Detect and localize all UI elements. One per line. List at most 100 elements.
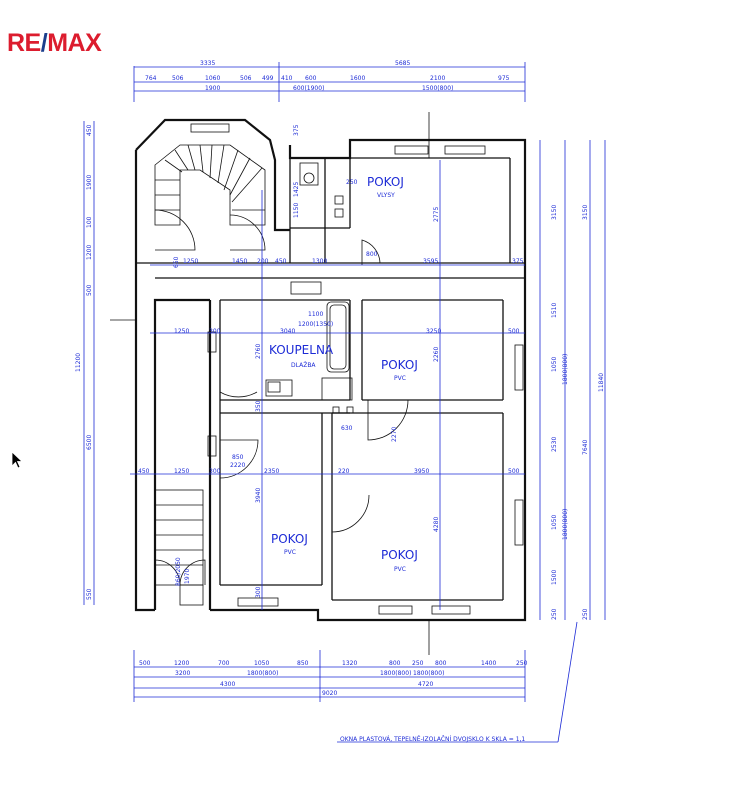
- dim-bottom-250b: 250: [516, 660, 528, 667]
- dim-inner-2760: 2760: [255, 344, 262, 359]
- dim-bottom-1800-800b: 1800(800): [380, 670, 411, 677]
- door-swings: [154, 209, 409, 586]
- dim-inner-850a: 850: [232, 454, 244, 461]
- room-name-pokoj-3: POKOJ: [271, 532, 308, 546]
- dim-inner-500a: 500: [508, 328, 520, 335]
- dim-inner-200: 200: [257, 258, 269, 265]
- room-name-koupelna: KOUPELNA: [269, 343, 334, 357]
- dim-top-3335: 3335: [200, 60, 215, 67]
- dim-inner-650: 650: [173, 256, 180, 268]
- dim-right-3150: 3150: [551, 205, 558, 220]
- dim-bottom-800: 800: [389, 660, 401, 667]
- dim-top-499: 499: [262, 75, 274, 82]
- interior-walls: [136, 157, 525, 601]
- dim-inner-220: 220: [338, 468, 350, 475]
- dim-top-975: 975: [498, 75, 510, 82]
- staircase: [154, 144, 266, 606]
- dim-inner-350: 350: [255, 400, 262, 412]
- dim-inner-1200-1350: 1200(1350): [298, 321, 333, 328]
- dim-right-1050: 1050: [551, 357, 558, 372]
- remax-logo: RE/MAX: [7, 29, 102, 57]
- right-dimension-text: 3150 1510 1050 2530 1050 1500 250 1800(8…: [551, 205, 605, 620]
- dim-top-600-1900: 600(1900): [293, 85, 324, 92]
- dim-inner-250: 250: [346, 179, 358, 186]
- dim-inner-1150: 1150: [293, 203, 300, 218]
- room-floor-dlazba: DLAŽBA: [291, 361, 316, 369]
- dim-top-506: 506: [172, 75, 184, 82]
- dim-top-1500-800: 1500(800): [422, 85, 453, 92]
- dim-inner-300: 300: [255, 586, 262, 598]
- dim-inner-1250a: 1250: [183, 258, 198, 265]
- dim-right-11840: 11840: [598, 373, 605, 392]
- dim-inner-3940: 3940: [255, 488, 262, 503]
- dim-top-764: 764: [145, 75, 157, 82]
- room-floor-vlysy: VLYSY: [377, 192, 395, 199]
- dim-bottom-1050: 1050: [254, 660, 269, 667]
- room-floor-pvc-4: PVC: [394, 566, 406, 573]
- dim-top-506b: 506: [240, 75, 252, 82]
- dim-inner-800: 800: [366, 251, 378, 258]
- dim-inner-300b: 300: [209, 468, 221, 475]
- dim-bottom-1800-800a: 1800(800): [247, 670, 278, 677]
- exterior-walls: [134, 118, 527, 622]
- dim-left-1900: 1900: [86, 175, 93, 190]
- dim-inner-300a: 300: [209, 328, 221, 335]
- dim-inner-375: 375: [512, 258, 524, 265]
- dim-inner-2775: 2775: [433, 207, 440, 222]
- dim-left-11200: 11200: [75, 353, 82, 372]
- dim-inner-1425: 1425: [293, 182, 300, 197]
- dim-bottom-500: 500: [139, 660, 151, 667]
- room-labels: POKOJ VLYSY KOUPELNA DLAŽBA POKOJ PVC PO…: [269, 175, 418, 573]
- dim-bottom-9020: 9020: [322, 690, 337, 697]
- room-name-pokoj-1: POKOJ: [367, 175, 404, 189]
- dim-bottom-1800-800c: 1800(800): [413, 670, 444, 677]
- windows: [190, 123, 524, 615]
- dim-right-1500: 1500: [551, 570, 558, 585]
- dim-inner-1970: 1970: [184, 569, 191, 584]
- dim-bottom-1320: 1320: [342, 660, 357, 667]
- dim-right-2530: 2530: [551, 437, 558, 452]
- dim-inner-4280: 4280: [433, 517, 440, 532]
- dim-left-550: 550: [86, 588, 93, 600]
- room-name-pokoj-2: POKOJ: [381, 358, 418, 372]
- dim-top-1060: 1060: [205, 75, 220, 82]
- dim-bottom-4720: 4720: [418, 681, 433, 688]
- top-dimension-text: 3335 5685 764 506 1060 506 499 410 600 1…: [145, 60, 510, 92]
- dim-inner-630: 630: [341, 425, 353, 432]
- dim-bottom-700: 700: [218, 660, 230, 667]
- dim-left-100: 100: [86, 216, 93, 228]
- dim-right-1510: 1510: [551, 303, 558, 318]
- dim-left-6500: 6500: [86, 435, 93, 450]
- dim-right-7640: 7640: [582, 440, 589, 455]
- bottom-dimension-text: 500 1200 700 1050 850 1320 800 250 800 1…: [139, 660, 528, 697]
- dim-inner-450: 450: [275, 258, 287, 265]
- dim-top-600: 600: [305, 75, 317, 82]
- left-dimension-text: 450 1900 100 1200 500 11200 6500 550: [75, 124, 93, 600]
- dim-inner-2220a: 2220: [230, 462, 245, 469]
- mouse-cursor-icon: [11, 451, 23, 469]
- dim-inner-375: 375: [293, 124, 300, 136]
- dim-inner-1250b: 1250: [174, 328, 189, 335]
- dim-inner-450b: 450: [138, 468, 150, 475]
- dim-right-250: 250: [551, 608, 558, 620]
- dim-inner-2270: 2270: [391, 427, 398, 442]
- dim-top-1900: 1900: [205, 85, 220, 92]
- room-floor-pvc-3: PVC: [284, 549, 296, 556]
- dim-top-1600: 1600: [350, 75, 365, 82]
- dim-right-3150b: 3150: [582, 205, 589, 220]
- dim-inner-1250c: 1250: [174, 468, 189, 475]
- dim-top-410: 410: [281, 75, 293, 82]
- bathroom-fixtures: [265, 162, 354, 414]
- room-name-pokoj-4: POKOJ: [381, 548, 418, 562]
- dim-right-1800-800b: 1800(800): [562, 509, 569, 540]
- dim-inner-1450: 1450: [232, 258, 247, 265]
- dim-inner-2260: 2260: [433, 347, 440, 362]
- inner-dimension-text: 1250 1450 200 450 1300 3595 375 1250 300…: [138, 124, 524, 598]
- dim-bottom-250: 250: [412, 660, 424, 667]
- dimension-lines: [83, 62, 606, 743]
- dim-bottom-4300: 4300: [220, 681, 235, 688]
- dim-inner-2350: 2350: [264, 468, 279, 475]
- window-specification-note: OKNA PLASTOVÁ, TEPELNĚ-IZOLAČNÍ DVOJSKLO…: [340, 735, 525, 743]
- dim-bottom-1400: 1400: [481, 660, 496, 667]
